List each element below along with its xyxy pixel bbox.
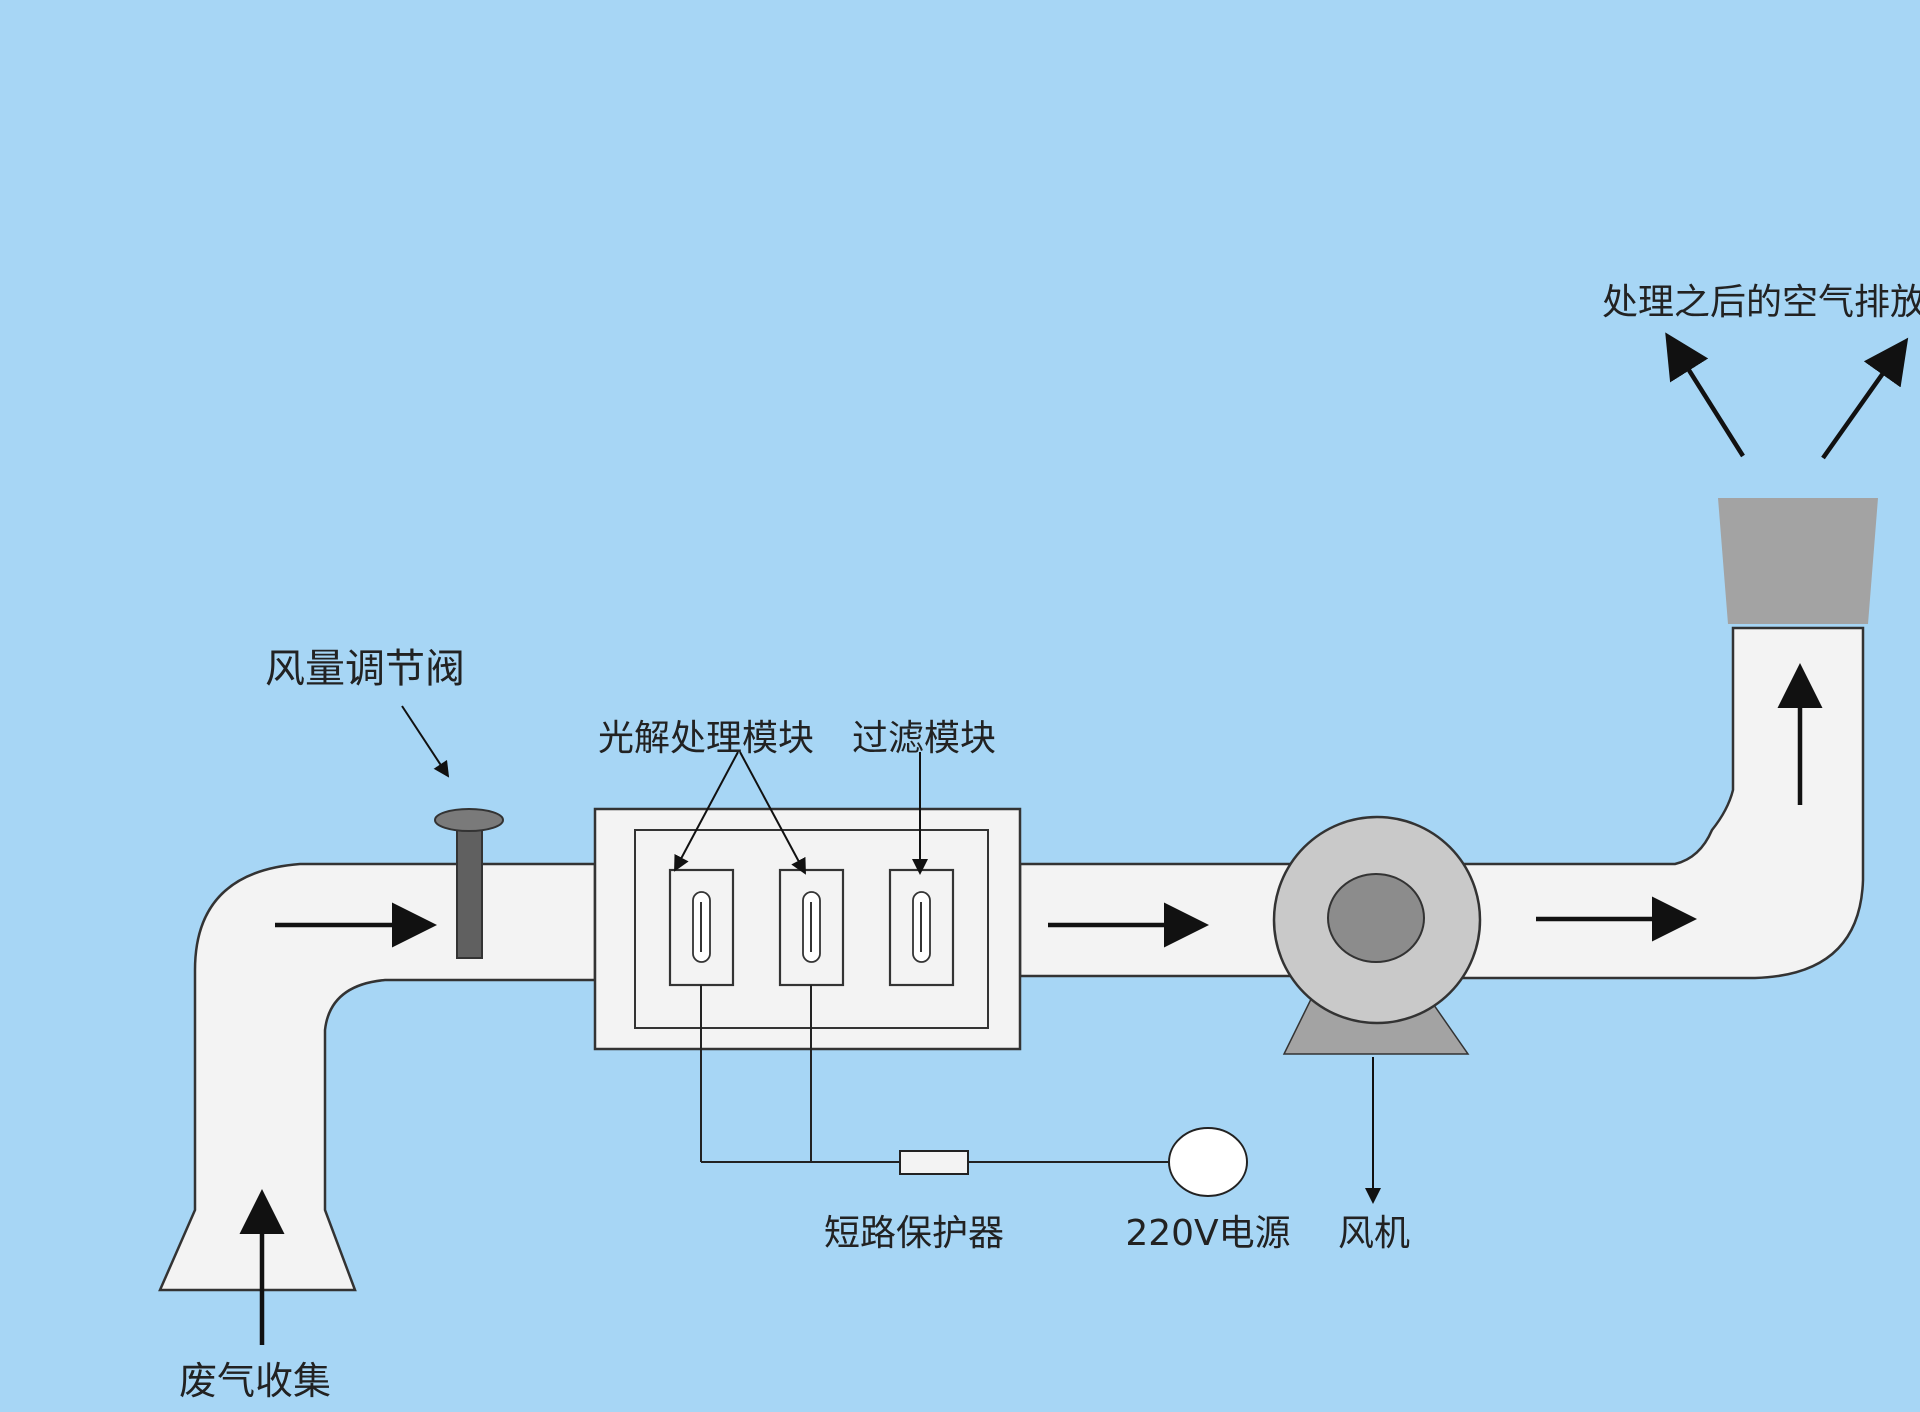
waste-gas-collection-label: 废气收集	[179, 1359, 331, 1403]
pointer-lines	[401, 705, 1381, 1204]
photolysis-module-label: 光解处理模块	[598, 718, 814, 759]
outlet-pipe	[1456, 626, 1865, 980]
uv-lamp-2	[778, 868, 845, 987]
power-supply-symbol	[1168, 1127, 1248, 1197]
power-supply-label: 220V电源	[1125, 1213, 1290, 1254]
fan-label: 风机	[1338, 1213, 1410, 1254]
exhaust-hood	[1718, 498, 1878, 624]
uv-lamp-1	[668, 868, 735, 987]
middle-pipe	[1018, 862, 1300, 978]
short-circuit-protector-symbol	[899, 1150, 969, 1175]
short-circuit-protector-label: 短路保护器	[824, 1213, 1004, 1254]
filter-module-label: 过滤模块	[852, 718, 996, 759]
flow-arrows	[239, 332, 1909, 1345]
inlet-pipe	[158, 862, 597, 1292]
electrical-wiring	[700, 985, 1170, 1163]
fan-unit	[1272, 815, 1482, 1055]
exhaust-label: 处理之后的空气排放	[1602, 282, 1920, 323]
filter-element	[888, 868, 955, 987]
damper-valve	[434, 808, 504, 959]
damper-label: 风量调节阀	[265, 646, 465, 692]
